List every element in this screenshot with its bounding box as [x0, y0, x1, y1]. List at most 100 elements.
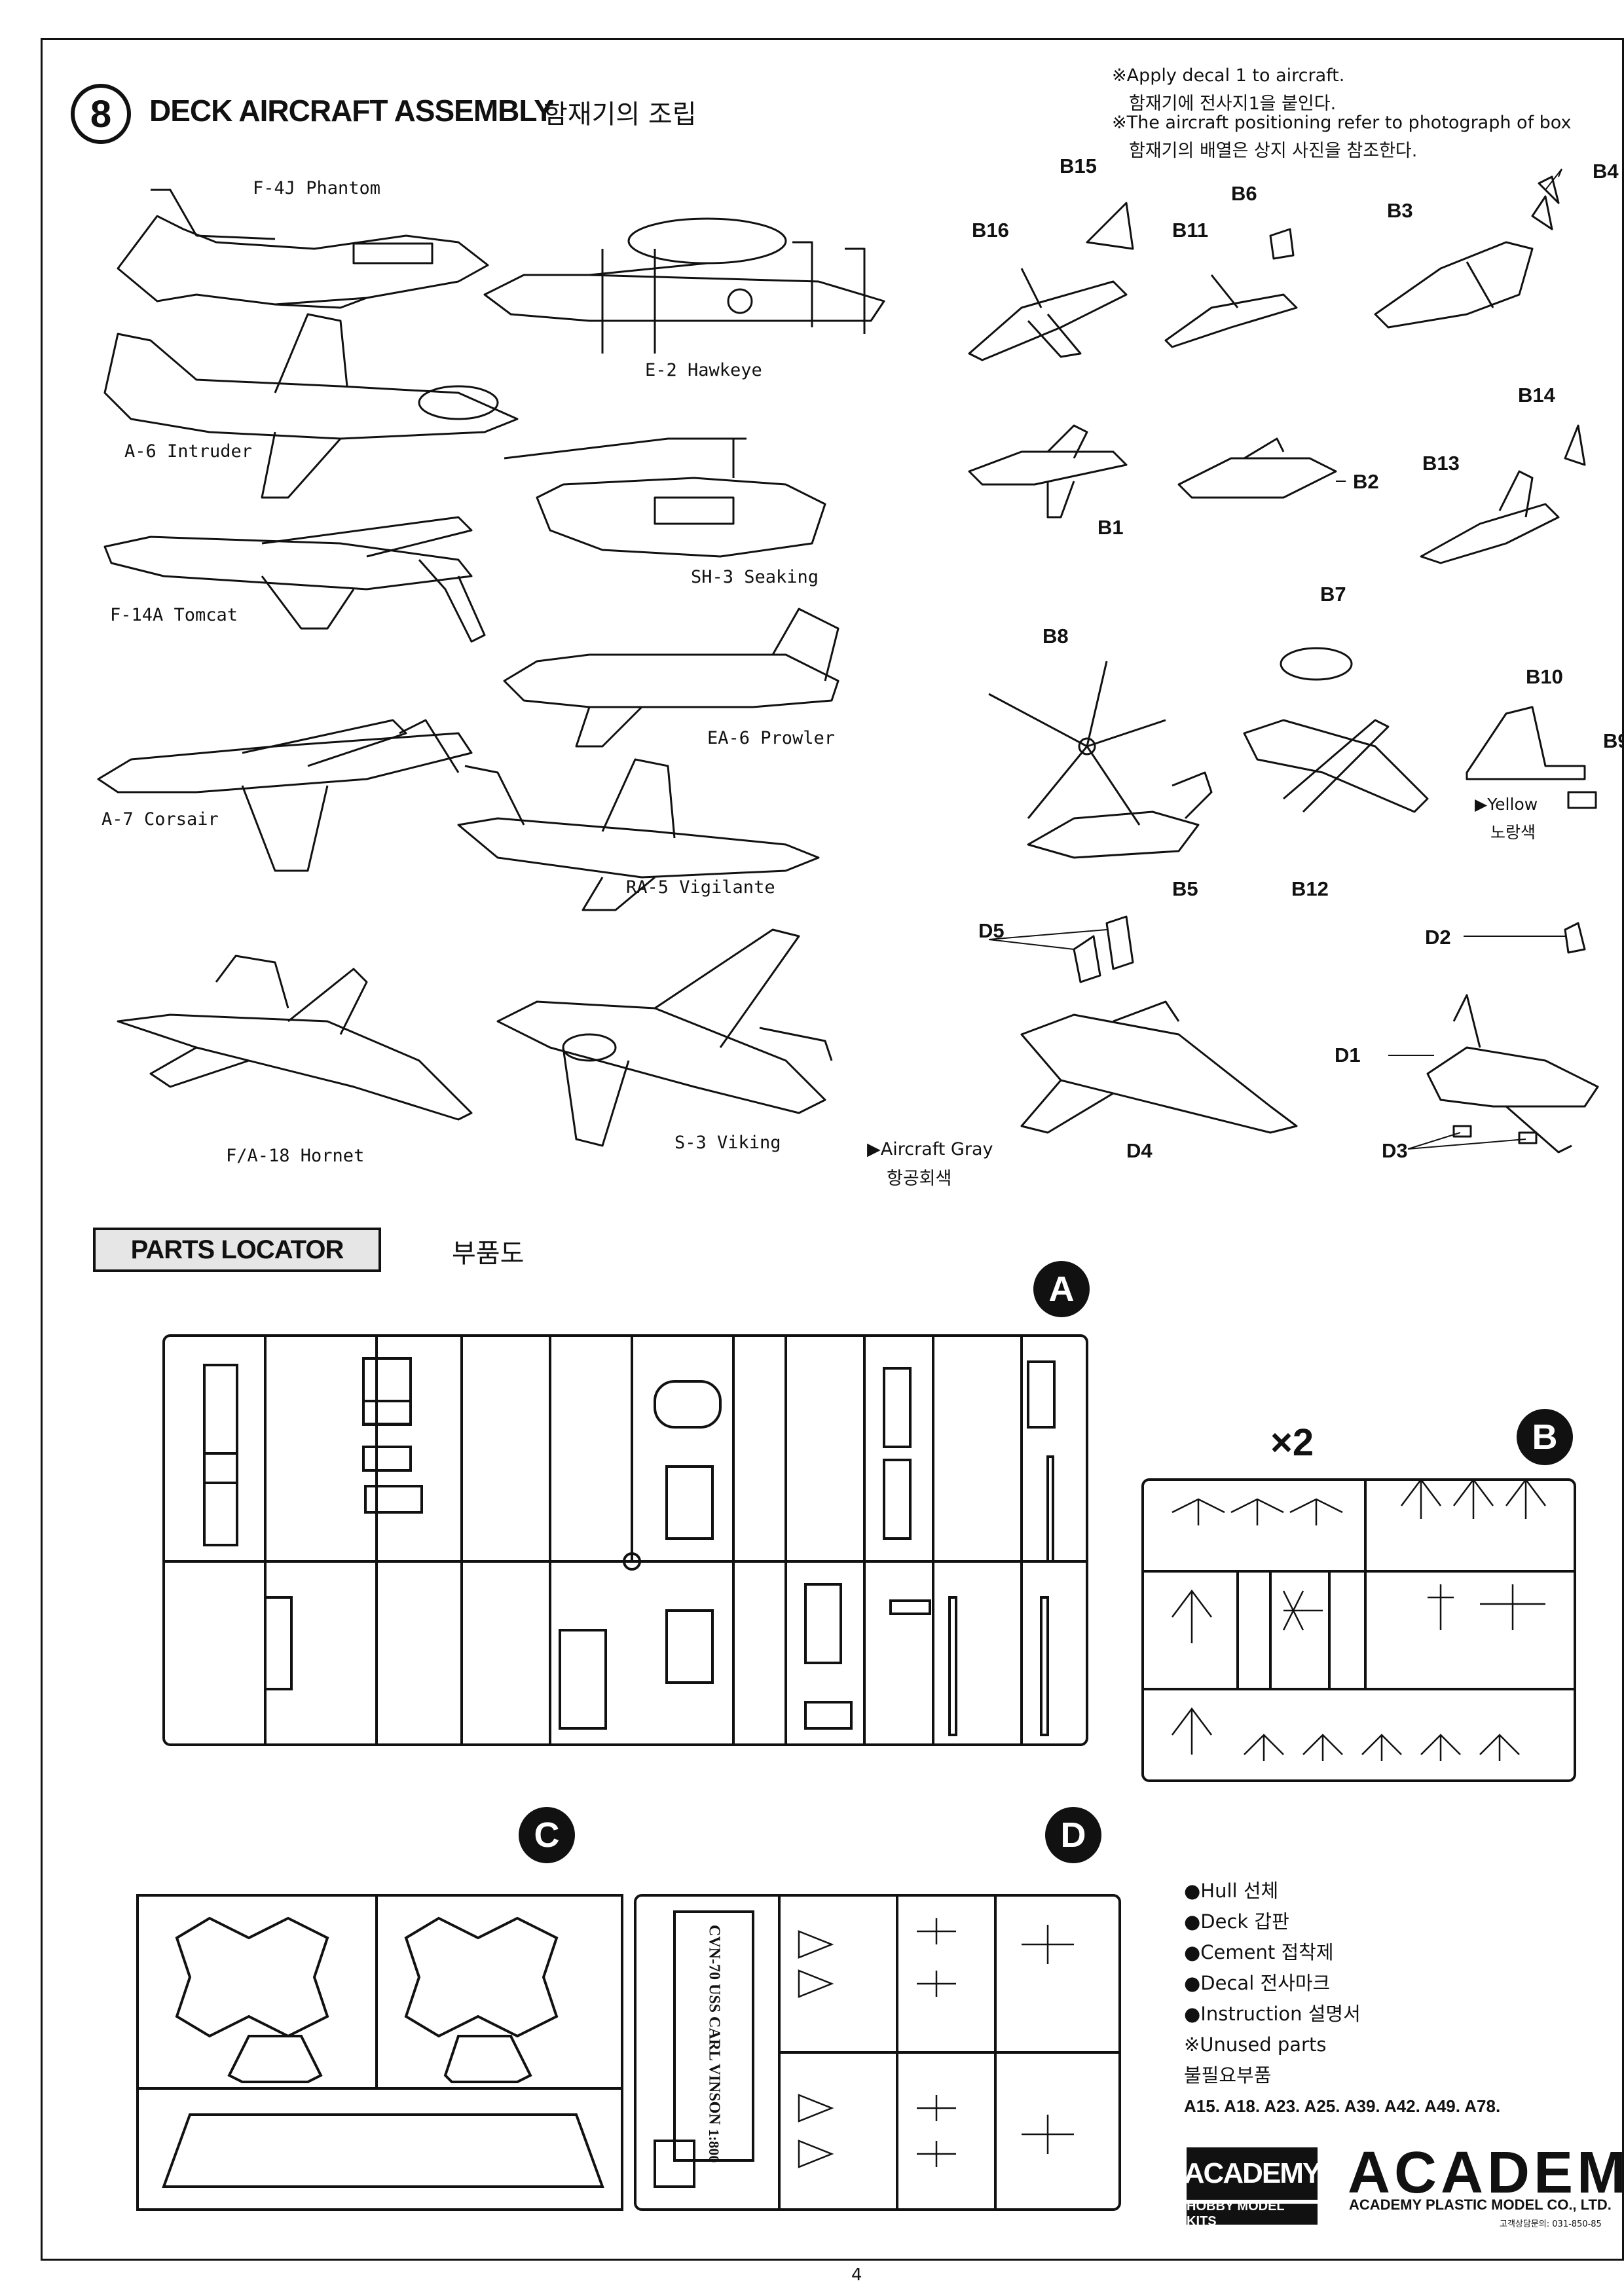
sprue-d-frame: [634, 1894, 1121, 2211]
label-a7-corsair: A-7 Corsair: [101, 809, 219, 829]
b7-rotodome-drawing: [1280, 647, 1353, 681]
step-number-badge: 8: [71, 84, 131, 144]
carrier-scale: 1:800: [706, 2128, 722, 2162]
part-b11: B11: [1172, 219, 1209, 242]
e2-hawkeye-drawing: [483, 217, 885, 354]
part-d3: D3: [1382, 1139, 1408, 1162]
label-s3-viking: S-3 Viking: [674, 1133, 781, 1153]
label-f14-tomcat: F-14A Tomcat: [110, 605, 238, 625]
part-b15: B15: [1060, 155, 1097, 177]
parts-locator-title-box: PARTS LOCATOR: [93, 1228, 381, 1272]
part-b5: B5: [1172, 877, 1198, 900]
contents-unused-parts: A15. A18. A23. A25. A39. A42. A49. A78.: [1184, 2096, 1501, 2116]
b5-fuselage-drawing: [1027, 771, 1213, 859]
contents-list: ●Hull 선체 ●Deck 갑판 ●Cement 접착제 ●Decal 전사마…: [1184, 1876, 1500, 2122]
label-f4j-phantom: F-4J Phantom: [253, 178, 381, 198]
contents-instruction: ●Instruction 설명서: [1184, 2003, 1361, 2025]
label-sh3-seaking: SH-3 Seaking: [691, 567, 819, 587]
academy-box-logo-sub: HOBBY MODEL KITS: [1187, 2199, 1318, 2229]
label-ea6-prowler: EA-6 Prowler: [707, 728, 836, 748]
step-number: 8: [90, 92, 112, 136]
part-b14: B14: [1518, 384, 1555, 407]
page-frame: [41, 38, 1624, 2261]
part-d5: D5: [978, 919, 1005, 942]
b12-fuselage-drawing: [1243, 719, 1429, 813]
section-title: DECK AIRCRAFT ASSEMBLY: [149, 94, 554, 128]
part-b7: B7: [1320, 583, 1346, 606]
part-b9: B9: [1603, 729, 1624, 752]
note-position-ko: 함재기의 배열은 상지 사진을 참조한다.: [1129, 141, 1418, 161]
part-b16: B16: [972, 219, 1009, 242]
b14-part-drawing: [1564, 424, 1586, 466]
sprue-d-letter: D: [1060, 1815, 1086, 1855]
part-b13: B13: [1422, 452, 1460, 475]
f14-tomcat-drawing: [103, 516, 486, 643]
fa18-hornet-drawing: [117, 955, 473, 1121]
part-b6: B6: [1231, 182, 1257, 205]
b6-part-drawing: [1269, 228, 1295, 260]
b15-part-drawing: [1086, 202, 1134, 250]
a7-corsair-drawing: [97, 719, 473, 872]
b10-crane-drawing: [1466, 706, 1586, 780]
color-note-yellow-ko: 노랑색: [1490, 823, 1536, 842]
contents-hull: ●Hull 선체: [1184, 1880, 1279, 1902]
d4-hornet-drawing: [1020, 1000, 1298, 1134]
carrier-name-plate: CVN-70 USS CARL VINSON 1:800: [699, 1925, 728, 2162]
ea6-prowler-drawing: [503, 608, 840, 748]
part-d2: D2: [1425, 926, 1451, 949]
section-title-ko: 함재기의 조립: [544, 100, 697, 130]
b11-diagram: [1164, 274, 1298, 348]
sprue-b-letter: B: [1532, 1417, 1558, 1457]
note-decal-en: ※Apply decal 1 to aircraft.: [1112, 65, 1345, 86]
company-name: ACADEMY PLASTIC MODEL CO., LTD.: [1349, 2196, 1612, 2213]
color-note-gray-en: ▶Aircraft Gray: [867, 1139, 993, 1159]
d5-fins-drawing: [1073, 915, 1134, 983]
contents-deck: ●Deck 갑판: [1184, 1910, 1289, 1933]
sprue-c-letter: C: [534, 1815, 560, 1855]
part-b3: B3: [1387, 199, 1413, 222]
b8-rotor-drawing: [988, 661, 1166, 826]
part-b4: B4: [1593, 160, 1619, 183]
page-number: 4: [851, 2265, 862, 2285]
part-b1: B1: [1098, 516, 1124, 539]
carrier-name: CVN-70 USS CARL VINSON: [705, 1925, 723, 2125]
label-ra5-vigilante: RA-5 Vigilante: [626, 877, 775, 898]
a6-intruder-drawing: [103, 313, 519, 499]
label-a6-intruder: A-6 Intruder: [124, 441, 253, 462]
contents-decal: ●Decal 전사마크: [1184, 1972, 1331, 1994]
b1-diagram: [968, 424, 1128, 519]
sprue-a-badge: A: [1033, 1261, 1090, 1317]
sprue-b-badge: B: [1517, 1409, 1573, 1465]
label-e2-hawkeye: E-2 Hawkeye: [645, 360, 762, 380]
b2-diagram: [1177, 437, 1337, 499]
contents-cement: ●Cement 접착제: [1184, 1941, 1334, 1963]
note-position-en: ※The aircraft positioning refer to photo…: [1112, 113, 1572, 133]
sprue-c-badge: C: [519, 1807, 575, 1863]
sprue-c-frame: [136, 1894, 623, 2211]
d1-viking-drawing: [1426, 994, 1599, 1154]
part-d1: D1: [1335, 1044, 1361, 1066]
sprue-b-frame: [1141, 1478, 1576, 1782]
part-b10: B10: [1526, 665, 1563, 688]
b9-tractor-drawing: [1567, 791, 1597, 809]
customer-phone: 고객상담문의: 031-850-85: [1500, 2219, 1602, 2229]
d3-pods-drawing: [1452, 1125, 1538, 1144]
sprue-a-letter: A: [1048, 1269, 1075, 1309]
sprue-a-frame: [162, 1334, 1088, 1746]
parts-locator-title-ko: 부품도: [452, 1239, 525, 1269]
contents-unused-heading-ko: 불필요부품: [1184, 2064, 1272, 2086]
ra5-vigilante-drawing: [457, 758, 820, 911]
academy-box-logo: ACADEMY: [1184, 2147, 1321, 2200]
academy-big-logo: ACADEMY: [1348, 2140, 1624, 2206]
sprue-b-multiplier: ×2: [1270, 1421, 1314, 1464]
part-b2: B2: [1353, 470, 1379, 493]
s3-viking-drawing: [496, 928, 833, 1147]
color-note-yellow-en: ▶Yellow: [1475, 795, 1538, 814]
b16-diagram: [968, 268, 1128, 361]
d2-fin-drawing: [1564, 922, 1586, 954]
note-decal-ko: 함재기에 전사지1을 붙인다.: [1129, 94, 1337, 114]
part-b8: B8: [1043, 625, 1069, 647]
color-note-gray-ko: 항공회색: [887, 1169, 952, 1189]
label-fa18-hornet: F/A-18 Hornet: [226, 1146, 365, 1166]
